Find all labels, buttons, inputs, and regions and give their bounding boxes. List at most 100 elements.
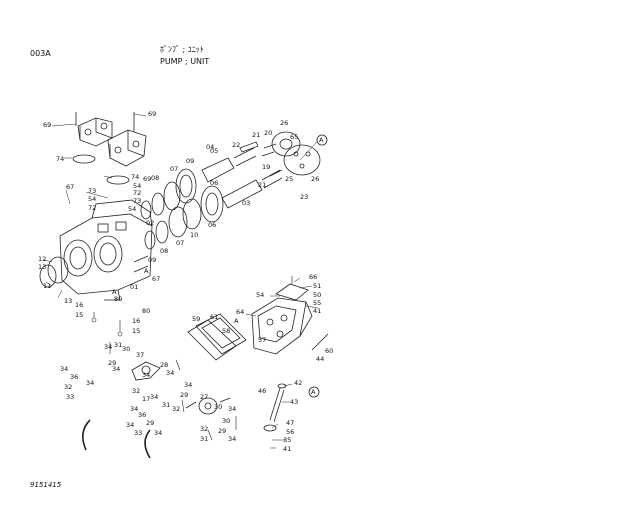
callout-a-3: A xyxy=(319,136,324,144)
callout-09-a: 09 xyxy=(186,157,195,165)
callout-32-c: 31 xyxy=(200,435,209,443)
callout-36-a: 33 xyxy=(66,393,75,401)
callout-31-d: 29 xyxy=(146,419,155,427)
callout-35-d: 34 xyxy=(166,369,175,377)
callout-44: 42 xyxy=(294,379,303,387)
regulator-block-left xyxy=(75,112,113,147)
callout-16-a: 16 xyxy=(75,301,84,309)
callout-74-b: 74 xyxy=(131,173,140,181)
callout-28: 27 xyxy=(200,393,209,401)
callout-29-a: 30 xyxy=(122,345,131,353)
callout-74-a: 74 xyxy=(56,155,65,163)
callout-31-c: 29 xyxy=(218,427,227,435)
callout-05: 05 xyxy=(210,147,219,155)
callout-18: 23 xyxy=(300,193,309,201)
callout-54-c: 54 xyxy=(128,205,137,213)
callout-60: 44 xyxy=(316,355,325,363)
callout-27: 37 xyxy=(136,351,145,359)
callout-35-f: 34 xyxy=(86,379,95,387)
cover-plate-50 xyxy=(275,283,309,301)
callout-02: 02 xyxy=(146,219,155,227)
reference-a-markers xyxy=(299,134,328,398)
diagram-code: 003A xyxy=(30,49,51,58)
callout-54-b: 54 xyxy=(133,182,142,190)
callout-35-a: 34 xyxy=(104,343,113,351)
callout-23: 25 xyxy=(285,175,294,183)
drive-shaft-lower xyxy=(221,169,283,209)
callout-29-c: 30 xyxy=(222,417,231,425)
pump-housing xyxy=(59,199,153,301)
callout-08-b: 08 xyxy=(160,247,169,255)
callout-04: 04 xyxy=(206,143,215,151)
callout-64: 58 xyxy=(222,327,231,335)
callout-a-4: A xyxy=(234,317,239,325)
callout-42: 43 xyxy=(290,398,299,406)
callout-69-c: 69 xyxy=(143,175,152,183)
callout-26: 65 xyxy=(290,133,299,141)
callout-47: 56 xyxy=(286,428,295,436)
washer-46 xyxy=(263,424,277,432)
pin-61 xyxy=(311,333,329,351)
pump-housing-right xyxy=(251,297,313,355)
callout-10: 10 xyxy=(190,231,199,239)
callout-35-e: 34 xyxy=(60,365,69,373)
callout-21-a: 21 xyxy=(252,131,261,139)
callout-80-a: 80 xyxy=(114,295,123,303)
callout-67-b: 67 xyxy=(152,275,161,283)
screw-42 xyxy=(269,383,287,423)
callout-19: 19 xyxy=(262,163,271,171)
callout-20: 20 xyxy=(264,129,273,137)
callout-32-b: 31 xyxy=(162,401,171,409)
callout-50: 55 xyxy=(313,299,322,307)
callout-72-a: 72 xyxy=(88,204,97,212)
title-japanese: ﾎﾟﾝﾌﾟ ; ﾕﾆｯﾄ xyxy=(160,45,204,54)
callout-41: 64 xyxy=(236,308,245,316)
callout-33-b: 32 xyxy=(132,387,141,395)
callout-13: 13 xyxy=(38,263,47,271)
callout-35-l: 34 xyxy=(126,421,135,429)
callout-31-a: 29 xyxy=(108,359,117,367)
callout-59: 61 xyxy=(210,313,219,321)
callout-66: 51 xyxy=(313,282,322,290)
drive-shaft-upper xyxy=(201,147,257,183)
callout-01: 01 xyxy=(130,283,139,291)
gasket-plate-57 xyxy=(187,319,237,361)
callout-29-b: 30 xyxy=(214,403,223,411)
callout-a-1: A xyxy=(144,267,149,275)
callout-35-k: 34 xyxy=(130,405,139,413)
callout-21-b: 21 xyxy=(258,181,267,189)
callout-55-b: 41 xyxy=(283,445,292,453)
callout-15-a: 15 xyxy=(75,311,84,319)
callout-33-a: 32 xyxy=(64,383,73,391)
callout-03: 03 xyxy=(242,199,251,207)
callout-72-b: 72 xyxy=(133,189,142,197)
callout-25-a: 26 xyxy=(280,119,289,127)
callout-56: 35 xyxy=(283,436,292,444)
callout-37: 17 xyxy=(142,395,151,403)
callout-61: 60 xyxy=(325,347,334,355)
callout-43: 46 xyxy=(258,387,267,395)
callout-35-g: 34 xyxy=(150,393,159,401)
drawing-number: 9151415 xyxy=(30,481,62,489)
callout-13-b: 13 xyxy=(64,297,73,305)
callout-a-5: A xyxy=(311,388,316,396)
callout-30: 28 xyxy=(160,361,169,369)
callout-35-j: 34 xyxy=(228,435,237,443)
callout-67-a: 67 xyxy=(66,183,75,191)
callout-16-b: 16 xyxy=(132,317,141,325)
callout-34-a: 36 xyxy=(70,373,79,381)
callout-36-b: 33 xyxy=(134,429,143,437)
callout-07-b: 07 xyxy=(176,239,185,247)
callout-51: 50 xyxy=(313,291,322,299)
callout-35-m: 34 xyxy=(154,429,163,437)
callout-08-a: 08 xyxy=(151,174,160,182)
bolts xyxy=(91,276,293,441)
callout-32: 31 xyxy=(114,341,123,349)
callout-35-b: 34 xyxy=(112,365,121,373)
callout-35-c: 34 xyxy=(142,371,151,379)
callout-15-b: 15 xyxy=(132,327,141,335)
title-english: PUMP ; UNIT xyxy=(160,57,210,66)
bearing-ring-stack xyxy=(140,168,224,250)
callout-58: 57 xyxy=(258,336,267,344)
